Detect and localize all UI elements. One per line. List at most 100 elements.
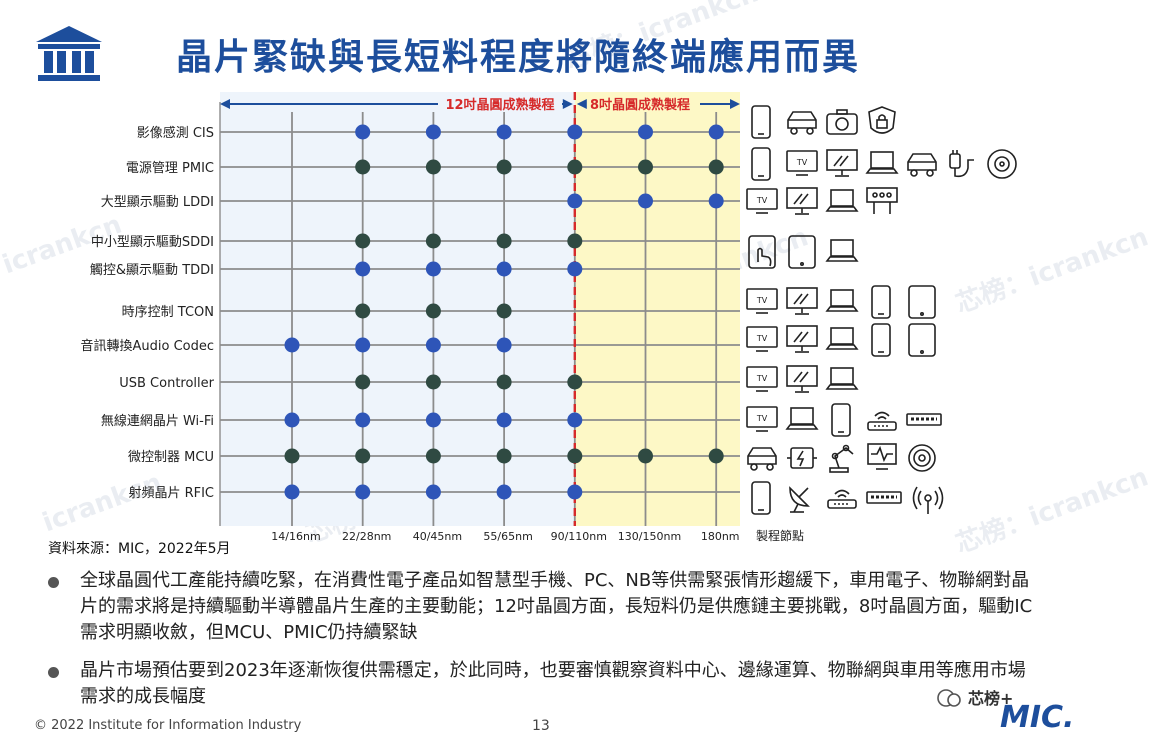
icon-part: [871, 285, 891, 319]
icon-part: [751, 147, 771, 181]
bullet-dot: [48, 577, 59, 588]
icon-part: [825, 256, 859, 262]
health-monitor-icon: [867, 443, 897, 470]
row-label: 電源管理 PMIC: [126, 161, 214, 176]
data-point: [567, 124, 583, 140]
icon-part: [878, 114, 886, 120]
smartphone-icon: [751, 481, 771, 515]
icon-part: [912, 486, 918, 510]
icon-part: [866, 491, 902, 504]
data-point: [425, 159, 441, 175]
data-point: [425, 303, 441, 319]
row-label: 觸控&顯示驅動 TDDI: [90, 263, 214, 278]
tv-icon: TV: [746, 288, 778, 314]
icon-part: [799, 193, 809, 205]
icon-part: [830, 327, 854, 345]
smartphone-icon: [871, 285, 891, 319]
icon-part: [866, 187, 898, 203]
data-point: [496, 233, 512, 249]
region-band: [220, 92, 575, 526]
data-point: [496, 448, 512, 464]
x-tick-label: 40/45nm: [413, 530, 462, 543]
monitor-icon: [786, 325, 818, 353]
data-point: [708, 448, 724, 464]
data-point: [496, 159, 512, 175]
icon-part: [926, 169, 934, 177]
icon-part: [994, 156, 1010, 172]
x-tick-label: 90/110nm: [551, 530, 607, 543]
data-point: [355, 233, 371, 249]
iot-icon: [908, 444, 936, 472]
icon-part: [830, 239, 854, 257]
icon-part: [920, 311, 925, 316]
icon-part: [826, 149, 858, 171]
icon-part: [748, 235, 776, 269]
page-title: 晶片緊缺與長短料程度將隨終端應用而異: [176, 37, 861, 78]
icon-part: [799, 331, 809, 343]
icon-part: [746, 326, 778, 348]
tv-icon: TV: [746, 406, 778, 432]
x-tick-label: 55/65nm: [483, 530, 532, 543]
arrow-head: [562, 99, 573, 109]
icon-part: [949, 153, 961, 169]
source-note: 資料來源：MIC，2022年5月: [48, 541, 231, 557]
icon-part: [920, 349, 925, 354]
x-tick-label: 22/28nm: [342, 530, 391, 543]
data-point: [496, 337, 512, 353]
camera-icon: [826, 109, 858, 135]
row-label: 微控制器 MCU: [128, 450, 214, 465]
icon-part: [746, 366, 778, 388]
row-label: 音訊轉換Audio Codec: [80, 338, 214, 354]
x-tick-label: 14/16nm: [271, 530, 320, 543]
bullet-text: 全球晶圓代工產能持續吃緊，在消費性電子產品如智慧型手機、PC、NB等供需緊張情形…: [80, 570, 1033, 643]
icon-part: [751, 481, 771, 515]
security-camera-icon: [868, 106, 896, 134]
data-point: [425, 337, 441, 353]
router-icon: [867, 411, 897, 431]
icon-part: [825, 306, 859, 312]
icon-part: [830, 189, 854, 207]
icon-part: [879, 192, 885, 198]
arrow-head: [730, 99, 740, 109]
car-icon: [907, 153, 937, 177]
icon-part: [835, 117, 849, 131]
icon-part: [788, 235, 816, 269]
icon-part: [757, 247, 772, 267]
arrow-head: [220, 99, 230, 109]
data-point: [425, 124, 441, 140]
region-label: 8吋晶圓成熟製程: [590, 97, 690, 113]
switch-icon: [906, 413, 942, 426]
tv-icon-label: TV: [756, 296, 768, 305]
robot-vacuum-icon: [987, 149, 1017, 179]
data-point: [567, 193, 583, 209]
data-point: [567, 261, 583, 277]
tv-icon-label: TV: [796, 158, 808, 167]
tablet-icon: [908, 323, 936, 357]
row-label: 射頻晶片 RFIC: [128, 485, 214, 501]
row-label: USB Controller: [119, 376, 214, 391]
data-point: [355, 159, 371, 175]
icon-part: [825, 206, 859, 212]
data-point: [567, 412, 583, 428]
icon-part: [799, 293, 809, 305]
icon-part: [870, 151, 894, 169]
icon-part: [793, 331, 803, 343]
row-label: 影像感測 CIS: [137, 125, 214, 141]
tv-icon: TV: [746, 188, 778, 214]
data-point: [355, 261, 371, 277]
data-point: [425, 448, 441, 464]
mic-brand-logo: MIC.: [1000, 700, 1075, 735]
touch-tablet-icon: [748, 235, 776, 269]
data-point: [638, 159, 653, 175]
icon-part: [834, 446, 854, 469]
smartphone-icon: [751, 105, 771, 139]
icon-part: [877, 416, 887, 420]
data-point: [284, 448, 300, 464]
wechat-label: 芯榜+: [968, 689, 1013, 708]
data-point: [496, 303, 512, 319]
icon-part: [999, 161, 1005, 167]
icon-part: [871, 323, 891, 357]
data-point: [284, 337, 300, 353]
data-point: [496, 484, 512, 500]
data-point: [567, 159, 583, 175]
